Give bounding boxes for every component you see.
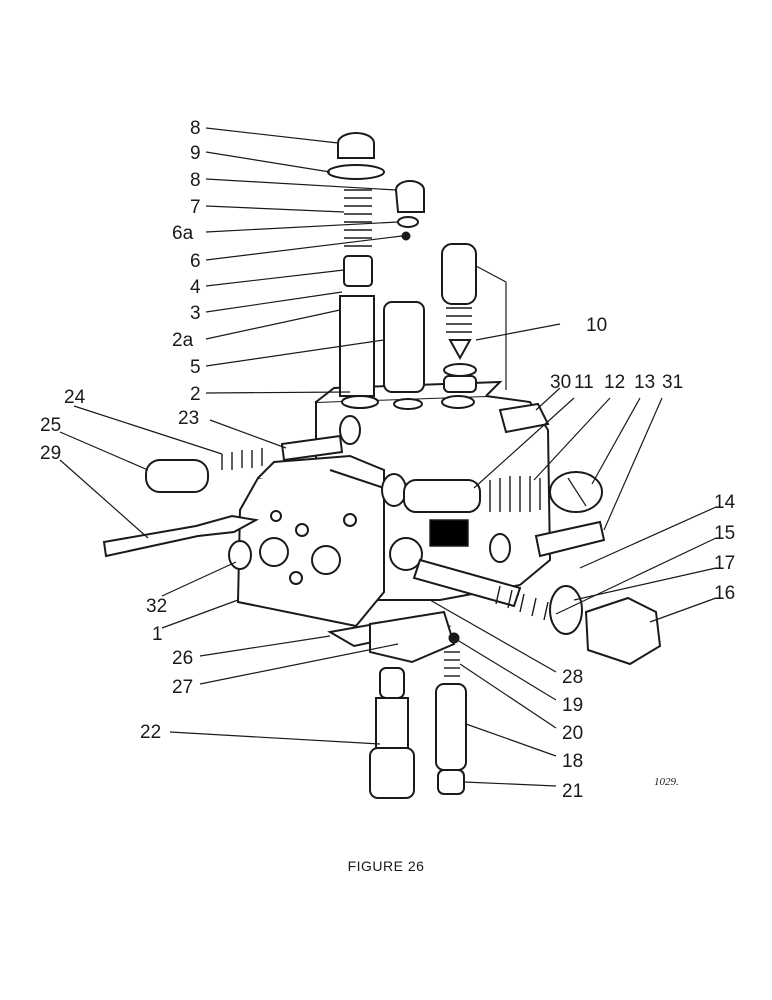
label-4: 4 <box>190 277 201 298</box>
label-2: 2 <box>190 384 201 405</box>
label-10: 10 <box>586 315 607 336</box>
label-32: 32 <box>146 596 167 617</box>
label-2a: 2a <box>172 330 194 351</box>
label-31: 31 <box>662 372 683 393</box>
label-21: 21 <box>562 781 583 802</box>
lower-right-parts <box>412 558 662 666</box>
label-19: 19 <box>562 695 583 716</box>
label-5: 5 <box>190 357 201 378</box>
leader-lines <box>59 127 717 787</box>
bottom-parts <box>327 610 467 799</box>
label-7: 7 <box>190 197 201 218</box>
label-27: 27 <box>172 677 193 698</box>
label-18: 18 <box>562 751 583 772</box>
label-26: 26 <box>172 648 193 669</box>
part-10-assembly <box>441 243 477 393</box>
label-20: 20 <box>562 723 583 744</box>
label-8-top: 8 <box>190 118 201 139</box>
label-15: 15 <box>714 523 735 544</box>
part-labels: 8 9 8 7 6a 6 4 3 2a 5 2 10 30 11 12 13 3… <box>40 118 736 802</box>
label-1: 1 <box>152 624 163 645</box>
label-12: 12 <box>604 372 625 393</box>
label-6a: 6a <box>172 223 194 244</box>
label-17: 17 <box>714 553 735 574</box>
label-13: 13 <box>634 372 655 393</box>
side-parts <box>403 402 606 558</box>
label-3: 3 <box>190 303 201 324</box>
label-23: 23 <box>178 408 199 429</box>
label-24: 24 <box>64 387 86 408</box>
valve-body <box>236 380 552 628</box>
drawing-reference-code: 1029. <box>654 776 679 788</box>
label-9: 9 <box>190 143 201 164</box>
label-14: 14 <box>714 492 736 513</box>
label-22: 22 <box>140 722 161 743</box>
figure-caption: FIGURE 26 <box>347 858 425 874</box>
label-25: 25 <box>40 415 61 436</box>
top-stack <box>327 132 425 397</box>
label-6: 6 <box>190 251 201 272</box>
label-29: 29 <box>40 443 61 464</box>
label-28: 28 <box>562 667 583 688</box>
label-30: 30 <box>550 372 571 393</box>
label-11: 11 <box>574 372 594 393</box>
label-8-second: 8 <box>190 170 201 191</box>
label-16: 16 <box>714 583 735 604</box>
left-parts <box>102 434 344 570</box>
